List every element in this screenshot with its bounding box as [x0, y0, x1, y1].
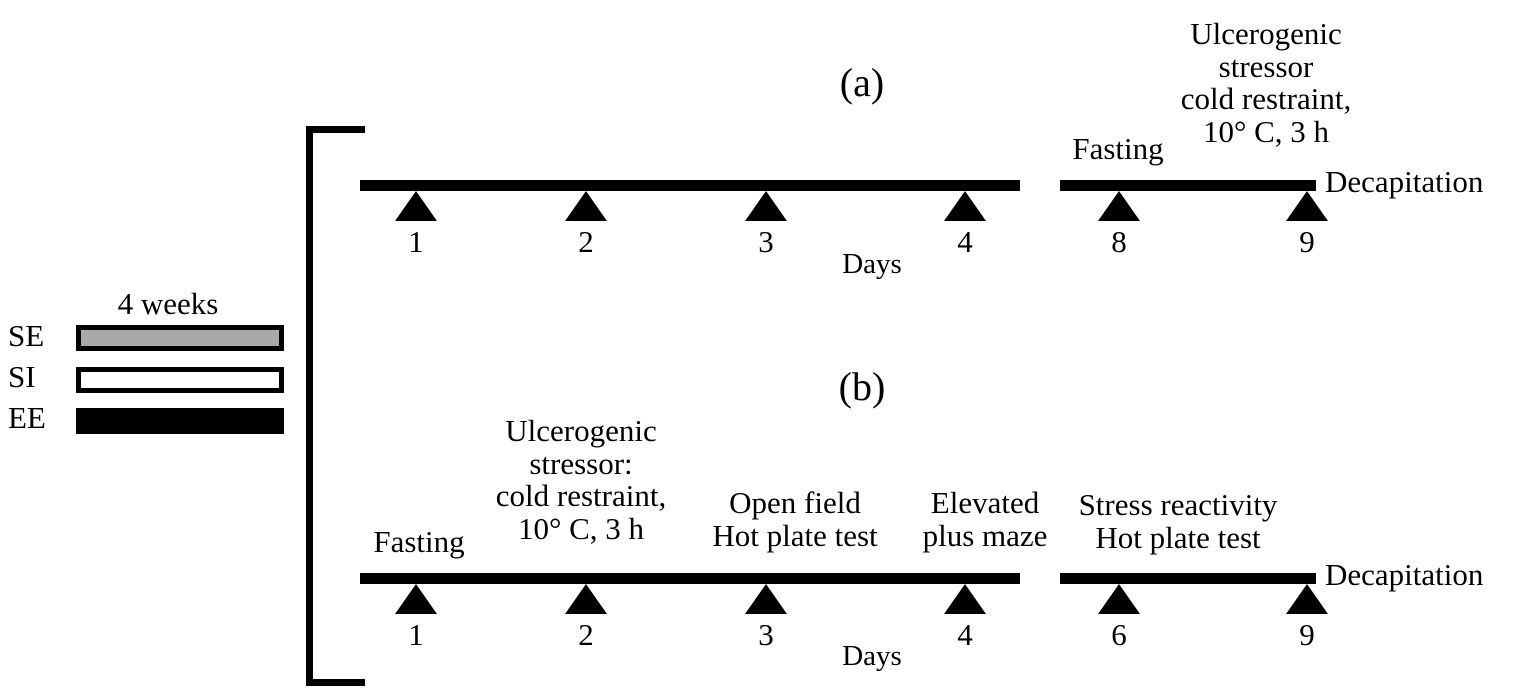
- legend-key-si: SI: [8, 359, 36, 394]
- panel-b-fasting-label: Fasting: [373, 524, 465, 559]
- panel-b-elevated-line-1: Elevated: [930, 485, 1040, 520]
- panel-a-day-3: 3: [758, 224, 774, 259]
- panel-a-decapitation-label: Decapitation: [1325, 164, 1484, 199]
- legend-key-se: SE: [8, 318, 45, 353]
- panel-b-stress-reactivity-line-1: Stress reactivity: [1078, 487, 1278, 522]
- legend-key-ee: EE: [8, 400, 46, 435]
- panel-b-marker-day-3: [745, 584, 787, 614]
- panel-b-decapitation-label: Decapitation: [1325, 557, 1484, 592]
- panel-b-label: (b): [838, 364, 886, 409]
- legend-bar-ee: [76, 408, 284, 434]
- panel-b-day-4: 4: [957, 617, 973, 652]
- panel-b-timeline-segment-1: [360, 573, 1020, 584]
- panel-a-timeline-segment-2: [1060, 180, 1316, 191]
- panel-a-marker-day-2: [565, 191, 607, 221]
- panel-a-day-8: 8: [1111, 224, 1127, 259]
- panel-b-open-field-line-2: Hot plate test: [712, 517, 878, 553]
- panel-b-elevated-plus-maze-label: Elevated plus maze: [898, 485, 1073, 553]
- panel-b-day-2: 2: [578, 617, 594, 652]
- panel-b-timeline-segment-2: [1060, 573, 1316, 584]
- panel-a-ulcerogenic-line-4: 10° C, 3 h: [1202, 113, 1330, 149]
- panel-a-ulcerogenic-stressor-label: Ulcerogenic stressor cold restraint, 10°…: [1151, 16, 1381, 149]
- panel-b-ulcerogenic-line-1: Ulcerogenic: [505, 413, 657, 448]
- panel-a-marker-day-9: [1286, 191, 1328, 221]
- panel-a-ulcerogenic-line-3: cold restraint,: [1180, 81, 1352, 117]
- panel-b-day-1: 1: [408, 617, 424, 652]
- legend-title: 4 weeks: [117, 286, 219, 321]
- panel-b-marker-day-1: [395, 584, 437, 614]
- panel-b-day-3: 3: [758, 617, 774, 652]
- panel-b-ulcerogenic-stressor-label: Ulcerogenic stressor: cold restraint, 10…: [456, 413, 706, 546]
- legend-bar-se: [76, 325, 284, 351]
- panel-b-marker-day-6: [1098, 584, 1140, 614]
- panel-a-day-2: 2: [578, 224, 594, 259]
- panel-b-marker-day-9: [1286, 584, 1328, 614]
- panel-a-marker-day-4: [944, 191, 986, 221]
- legend-bar-si: [76, 367, 284, 393]
- panel-b-ulcerogenic-line-4: 10° C, 3 h: [517, 510, 645, 546]
- panel-a-label: (a): [839, 60, 885, 105]
- panel-a-timeline-segment-1: [360, 180, 1020, 191]
- panel-a-marker-day-1: [395, 191, 437, 221]
- panel-b-elevated-line-2: plus maze: [922, 517, 1048, 553]
- panel-a-ulcerogenic-line-1: Ulcerogenic: [1190, 16, 1342, 51]
- panel-b-open-field-label: Open field Hot plate test: [695, 485, 895, 553]
- panel-a-marker-day-3: [745, 191, 787, 221]
- panel-a-day-9: 9: [1299, 224, 1315, 259]
- panel-b-marker-day-2: [565, 584, 607, 614]
- panel-a-marker-day-8: [1098, 191, 1140, 221]
- panel-b-axis-label: Days: [842, 640, 902, 672]
- group-bracket: [306, 126, 365, 686]
- panel-a-ulcerogenic-line-2: stressor: [1218, 48, 1314, 84]
- panel-b-ulcerogenic-line-2: stressor:: [529, 445, 633, 481]
- panel-a-day-1: 1: [408, 224, 424, 259]
- panel-b-open-field-line-1: Open field: [729, 485, 861, 520]
- panel-a-fasting-label: Fasting: [1072, 131, 1164, 166]
- panel-b-marker-day-4: [944, 584, 986, 614]
- panel-b-ulcerogenic-line-3: cold restraint,: [495, 478, 667, 514]
- panel-b-day-6: 6: [1111, 617, 1127, 652]
- panel-b-stress-reactivity-line-2: Hot plate test: [1095, 519, 1261, 555]
- panel-a-axis-label: Days: [842, 248, 902, 280]
- panel-b-day-9: 9: [1299, 617, 1315, 652]
- panel-b-stress-reactivity-label: Stress reactivity Hot plate test: [1061, 487, 1296, 555]
- panel-a-day-4: 4: [957, 224, 973, 259]
